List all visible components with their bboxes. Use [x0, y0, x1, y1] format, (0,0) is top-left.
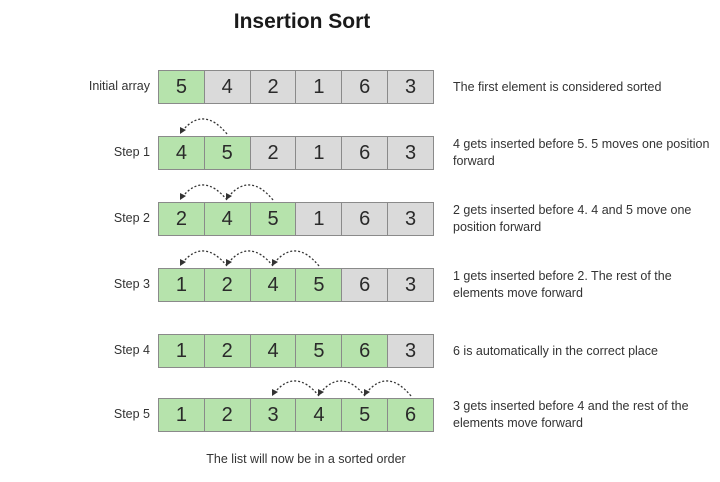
sorted-cell: 5: [204, 137, 251, 169]
row-label: Step 3: [113, 277, 150, 291]
step-description: 4 gets inserted before 5. 5 moves one po…: [453, 137, 710, 168]
footer-note: The list will now be in a sorted order: [206, 452, 406, 466]
unsorted-cell: 6: [342, 269, 389, 301]
unsorted-cell: 2: [250, 137, 297, 169]
sorted-cell: 5: [296, 335, 343, 367]
unsorted-cell: 3: [388, 71, 433, 103]
sorted-cell: 3: [250, 399, 297, 431]
unsorted-cell: 3: [388, 269, 433, 301]
sorted-cell: 2: [204, 399, 251, 431]
move-arrows-icon: [180, 184, 274, 201]
sorted-cell: 1: [159, 335, 205, 367]
sorted-cell: 1: [159, 399, 205, 431]
sorted-cell: 5: [296, 269, 343, 301]
sorted-cell: 2: [159, 203, 205, 235]
unsorted-cell: 6: [342, 137, 389, 169]
sorted-cell: 4: [250, 269, 297, 301]
sorted-cell: 1: [159, 269, 205, 301]
move-arrows-icon: [180, 250, 320, 267]
step-description: 2 gets inserted before 4. 4 and 5 move o…: [453, 203, 692, 234]
step-description: 3 gets inserted before 4 and the rest of…: [453, 399, 689, 430]
sorted-cell: 5: [250, 203, 297, 235]
unsorted-cell: 6: [342, 203, 389, 235]
sorted-cell: 5: [342, 399, 389, 431]
diagram-title: Insertion Sort: [233, 10, 371, 33]
sorted-cell: 6: [342, 335, 389, 367]
sorted-cell: 5: [159, 71, 205, 103]
move-arrows-icon: [180, 118, 228, 135]
sorted-cell: 2: [204, 335, 251, 367]
step-description: The first element is considered sorted: [453, 80, 662, 94]
unsorted-cell: 1: [296, 137, 343, 169]
unsorted-cell: 3: [388, 137, 433, 169]
step-description: 1 gets inserted before 2. The rest of th…: [453, 269, 672, 300]
row-label: Initial array: [88, 79, 150, 93]
row-label: Step 5: [113, 407, 150, 421]
sorted-cell: 4: [204, 203, 251, 235]
row-label: Step 1: [113, 145, 150, 159]
unsorted-cell: 4: [204, 71, 251, 103]
sorted-cell: 4: [159, 137, 205, 169]
row-label: Step 4: [113, 343, 150, 357]
step-description: 6 is automatically in the correct place: [453, 344, 658, 358]
row-label: Step 2: [113, 211, 150, 225]
unsorted-cell: 3: [388, 203, 433, 235]
move-arrows-icon: [272, 380, 412, 397]
unsorted-cell: 1: [296, 203, 343, 235]
unsorted-cell: 6: [342, 71, 389, 103]
sorted-cell: 6: [388, 399, 433, 431]
sorted-cell: 4: [296, 399, 343, 431]
unsorted-cell: 3: [388, 335, 433, 367]
unsorted-cell: 2: [250, 71, 297, 103]
unsorted-cell: 1: [296, 71, 343, 103]
sorted-cell: 2: [204, 269, 251, 301]
sorted-cell: 4: [250, 335, 297, 367]
